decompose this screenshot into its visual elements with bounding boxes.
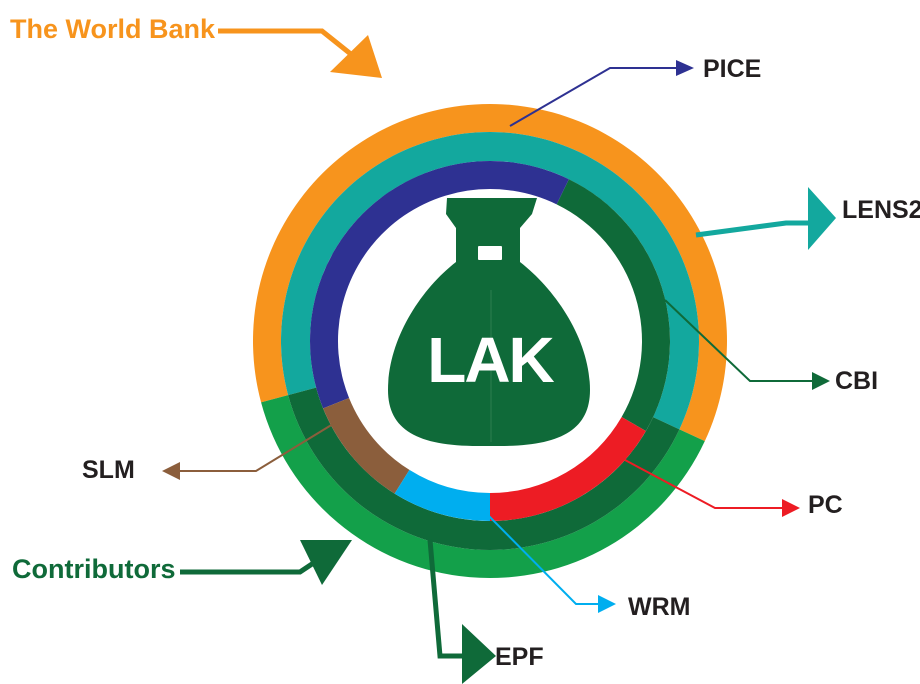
pice-arrowhead bbox=[676, 60, 694, 76]
contributors-label: Contributors bbox=[12, 554, 175, 584]
pc-connector bbox=[624, 459, 785, 509]
wrm-arrowhead bbox=[598, 595, 616, 613]
slm-arrowhead bbox=[162, 462, 180, 480]
pc-label: PC bbox=[808, 491, 843, 519]
wrm-connector bbox=[479, 506, 600, 605]
wrm-label: WRM bbox=[628, 593, 690, 621]
cbi-arrowhead bbox=[812, 372, 830, 390]
world-bank-connector bbox=[218, 28, 354, 57]
pc-arrowhead bbox=[782, 499, 800, 517]
slm-connector bbox=[178, 423, 334, 472]
lens2-label: LENS2 bbox=[842, 196, 920, 224]
slm-label: SLM bbox=[82, 456, 135, 484]
contributors-arrowhead bbox=[300, 540, 352, 585]
pice-connector bbox=[509, 67, 680, 127]
pc-segment bbox=[490, 417, 646, 521]
lens2-arrowhead bbox=[808, 187, 836, 250]
epf-label: EPF bbox=[495, 643, 544, 671]
wrm-segment bbox=[394, 469, 490, 521]
contributors-connector bbox=[180, 557, 320, 575]
contributors-ring bbox=[261, 395, 705, 578]
money-bag-icon: LAK bbox=[388, 198, 590, 446]
contributors-inner-ring bbox=[288, 387, 680, 550]
cbi-segment bbox=[556, 179, 670, 431]
epf-connector bbox=[427, 539, 470, 659]
bag-label: LAK bbox=[427, 324, 554, 396]
bag-tag bbox=[478, 246, 502, 260]
connector-arrows bbox=[162, 28, 836, 684]
cbi-connector bbox=[664, 299, 815, 382]
ring-segments bbox=[252, 103, 727, 578]
lens2-connector bbox=[695, 220, 812, 238]
bag-body bbox=[388, 198, 590, 446]
pice-label: PICE bbox=[703, 55, 761, 83]
world-bank-label: The World Bank bbox=[10, 14, 216, 44]
epf-arrowhead bbox=[462, 624, 496, 684]
pice-segment bbox=[309, 160, 569, 409]
slm-segment bbox=[323, 397, 410, 494]
world-bank-arrowhead bbox=[330, 35, 382, 78]
cbi-label: CBI bbox=[835, 367, 878, 395]
